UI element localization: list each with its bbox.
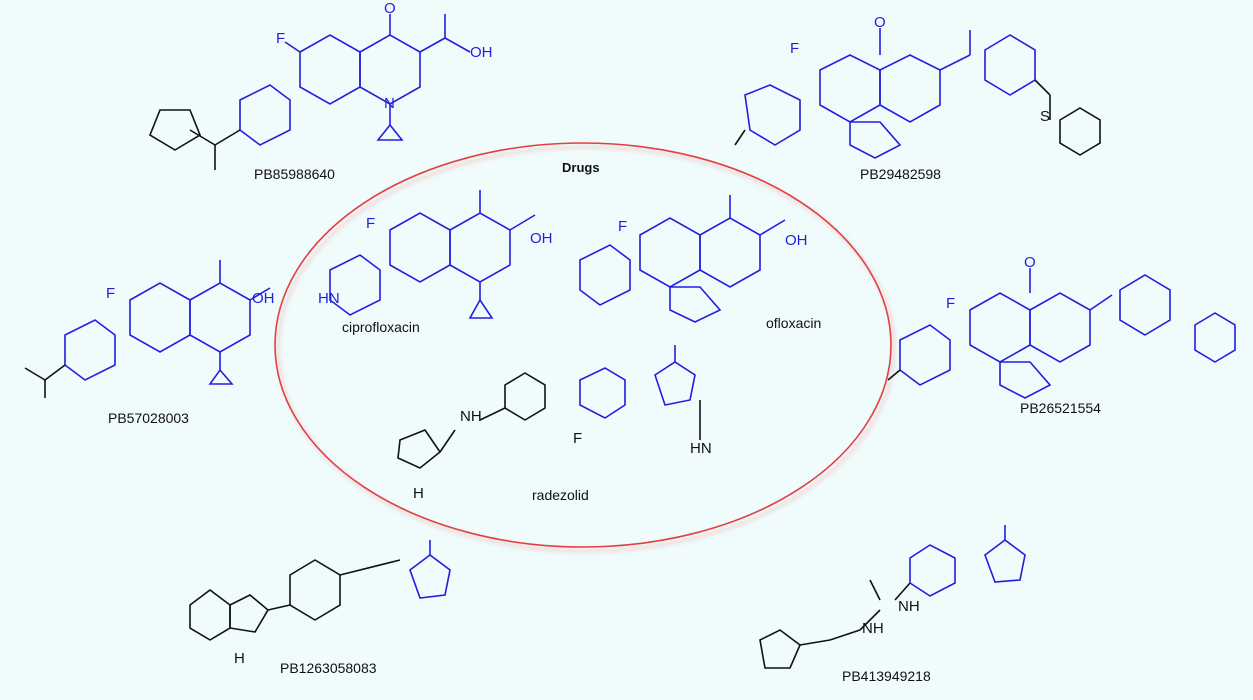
compound-label: PB29482598 xyxy=(860,166,941,182)
atom-hn: HN xyxy=(318,290,340,307)
compound-label: PB57028003 xyxy=(108,410,189,426)
atom-f: F xyxy=(618,218,628,235)
structure-pb29482598 xyxy=(734,28,1101,159)
drugs-title: Drugs xyxy=(562,160,600,175)
structure-pb26521554 xyxy=(887,268,1236,399)
structure-pb413949218 xyxy=(759,525,1026,669)
atom-s: S xyxy=(1040,108,1051,125)
drug-label-ofloxacin: ofloxacin xyxy=(766,315,822,331)
atom-f: F xyxy=(366,215,376,232)
atom-f: F xyxy=(276,30,286,47)
drug-label-radezolid: radezolid xyxy=(532,487,589,503)
drug-label-ciprofloxacin: ciprofloxacin xyxy=(342,319,420,335)
structure-ciprofloxacin xyxy=(329,190,536,319)
atom-h: H xyxy=(413,485,424,502)
compound-label: PB85988640 xyxy=(254,166,335,182)
structure-pb1263058083 xyxy=(189,540,451,641)
atom-o: O xyxy=(874,14,886,31)
atom-oh: OH xyxy=(470,44,493,61)
structure-radezolid xyxy=(397,345,701,469)
atom-f: F xyxy=(946,295,956,312)
atom-nh: NH xyxy=(460,408,482,425)
structure-pb85988640 xyxy=(149,14,471,170)
atom-f: F xyxy=(790,40,800,57)
compound-label: PB413949218 xyxy=(842,668,931,684)
atom-nh: NH xyxy=(898,598,920,615)
structure-ofloxacin xyxy=(579,195,786,323)
atom-oh: OH xyxy=(530,230,553,247)
atom-hn: HN xyxy=(690,440,712,457)
atom-f: F xyxy=(573,430,583,447)
atom-f: F xyxy=(106,285,116,302)
drugs-ellipse xyxy=(274,142,892,548)
structure-pb57028003 xyxy=(24,260,271,398)
atom-o: O xyxy=(384,0,396,17)
atom-h: H xyxy=(234,650,245,667)
atom-oh: OH xyxy=(785,232,808,249)
atom-oh: OH xyxy=(252,290,275,307)
compound-label: PB1263058083 xyxy=(280,660,377,676)
atom-o: O xyxy=(1024,254,1036,271)
compound-label: PB26521554 xyxy=(1020,400,1101,416)
atom-nh: NH xyxy=(862,620,884,637)
atom-n: N xyxy=(384,95,395,112)
